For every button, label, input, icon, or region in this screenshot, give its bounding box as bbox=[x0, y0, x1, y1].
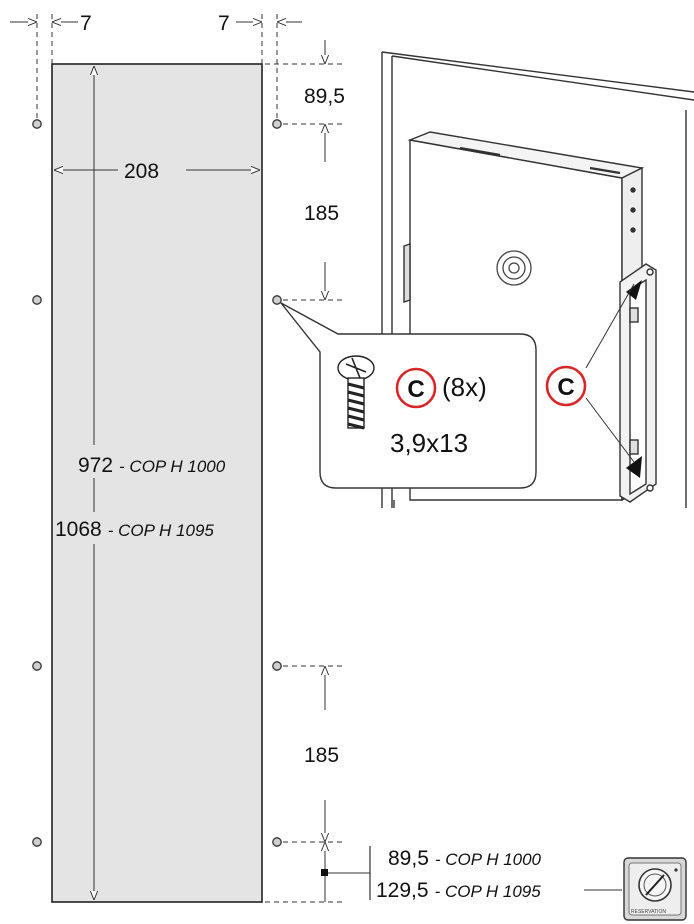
rail-screw-top bbox=[626, 280, 642, 300]
mounting-holes-left bbox=[32, 119, 42, 847]
bottom-dimension-marker bbox=[321, 869, 328, 876]
hole-spacing-top-label: 185 bbox=[304, 202, 339, 225]
screw-icon bbox=[337, 355, 375, 430]
rail-c-badge: C bbox=[545, 365, 587, 407]
reservation-key-switch: RESERVATION bbox=[623, 857, 687, 921]
screw-c-badge: C bbox=[395, 367, 437, 409]
height-cop-1000: 972- COP H 1000 bbox=[78, 454, 226, 477]
panel-width-label: 208 bbox=[124, 160, 159, 183]
bottom-cop-1000: 89,5- COP H 1000 bbox=[388, 847, 542, 870]
right-top-dimensions bbox=[265, 40, 342, 301]
mounting-rail bbox=[619, 263, 657, 503]
right-margin-label: 7 bbox=[218, 12, 230, 35]
height-cop-1095: 1068- COP H 1095 bbox=[55, 518, 214, 541]
mounting-holes-right bbox=[272, 119, 282, 847]
reservation-label: RESERVATION bbox=[631, 909, 666, 915]
svg-text:C: C bbox=[407, 376, 424, 403]
cop-panel bbox=[51, 63, 263, 903]
screw-size: 3,9x13 bbox=[390, 428, 468, 458]
hole-spacing-bottom-label: 185 bbox=[304, 744, 339, 767]
screw-quantity: (8x) bbox=[442, 372, 487, 402]
callout-pointers bbox=[585, 283, 635, 463]
top-offset-label: 89,5 bbox=[304, 85, 345, 108]
svg-text:C: C bbox=[557, 374, 574, 401]
top-margin-dimensions bbox=[10, 14, 302, 118]
bottom-cop-1095: 129,5- COP H 1095 bbox=[376, 879, 541, 902]
left-margin-label: 7 bbox=[80, 12, 92, 35]
right-bottom-dimensions bbox=[265, 665, 371, 903]
box-indicator bbox=[496, 250, 532, 286]
rail-screw-bottom bbox=[626, 456, 642, 478]
